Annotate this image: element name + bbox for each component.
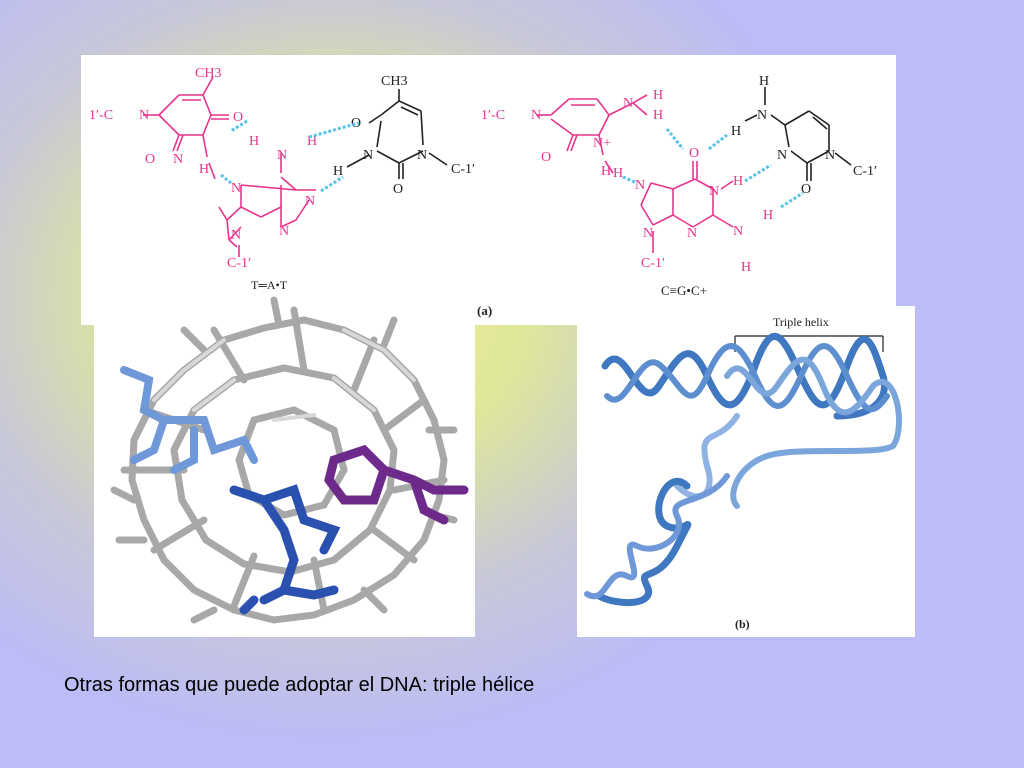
- triple-helix-ribbon-diagram: Triple helix (b): [577, 306, 915, 637]
- grey-backbone: [110, 296, 458, 624]
- atom-h: H: [333, 164, 343, 179]
- black-cytosine-labels: H N H N N O C-1′: [731, 74, 877, 197]
- right-hbonds: [622, 128, 804, 209]
- atom-n: N: [231, 181, 241, 196]
- atom-n: N: [643, 226, 653, 241]
- ribbon-strand-3: [724, 356, 902, 509]
- helix-ribbons: [584, 333, 902, 607]
- atom-h: H: [733, 174, 743, 189]
- atom-h: H: [759, 74, 769, 89]
- triple-helix-annotation: Triple helix: [773, 315, 829, 329]
- atom-o: O: [233, 110, 243, 125]
- ribbon-lower-1: [595, 477, 692, 607]
- black-thymine-labels: CH3 O N N O H C-1′: [333, 74, 475, 197]
- right-triplet: 1′-C N N H H O N+ H O: [481, 74, 877, 298]
- atom-h: H: [249, 134, 259, 149]
- base-triplet-svg: CH3 1′-C N O O N H: [89, 66, 877, 318]
- pink-thymine-ring: [143, 76, 229, 180]
- atom-o: O: [351, 116, 361, 131]
- ribbon-lower-2: [584, 473, 730, 600]
- c1-left-right-label: 1′-C: [481, 108, 505, 123]
- atom-n: N: [139, 108, 149, 123]
- atom-n: N: [825, 148, 835, 163]
- ch3-left-label: CH3: [195, 66, 221, 81]
- atom-n: N: [417, 148, 427, 163]
- atom-n: N: [277, 148, 287, 163]
- atom-n: N: [305, 194, 315, 209]
- ribbon-strand-1: [601, 333, 888, 420]
- c1-left-label: 1′-C: [89, 108, 113, 123]
- left-hbonds: [220, 119, 360, 193]
- black-cytosine-ring: [744, 87, 852, 181]
- atom-n: N: [687, 226, 697, 241]
- part-a-label: (a): [477, 303, 492, 318]
- left-triplet-label: T═A•T: [251, 278, 288, 292]
- ch3-right-label: CH3: [381, 74, 407, 89]
- slide-caption: Otras formas que puede adoptar el DNA: t…: [64, 674, 535, 696]
- black-thymine-ring: [346, 89, 448, 179]
- atom-n: N: [623, 96, 633, 111]
- c1-bottom-right-label: C-1′: [641, 256, 665, 271]
- pink-thymine-labels: CH3 1′-C N O O N H: [89, 66, 243, 177]
- c1-right-label: C-1′: [451, 162, 475, 177]
- atom-o: O: [541, 150, 551, 165]
- part-b-label: (b): [735, 617, 750, 631]
- atom-n: N: [363, 148, 373, 163]
- dark-blue-strand: [229, 484, 341, 615]
- n-plus-label: N+: [593, 136, 611, 151]
- atom-n: N: [279, 224, 289, 239]
- atom-o: O: [145, 152, 155, 167]
- atom-n: N: [173, 152, 183, 167]
- atom-n: N: [709, 184, 719, 199]
- atom-h: H: [741, 260, 751, 275]
- atom-n: N: [531, 108, 541, 123]
- atom-h: H: [307, 134, 317, 149]
- atom-n: N: [757, 108, 767, 123]
- pink-guanine-labels: O H N N H N N N H H C-1′: [613, 146, 773, 275]
- right-triplet-label: C≡G•C+: [661, 283, 707, 298]
- pink-adenine-ring: [218, 153, 316, 257]
- triple-helix-stick-model: [94, 290, 475, 637]
- atom-h: H: [763, 208, 773, 223]
- atom-h: H: [613, 166, 623, 181]
- atom-n: N: [231, 228, 241, 243]
- pink-cytosine-labels: 1′-C N N H H O N+ H: [481, 88, 663, 179]
- light-blue-strand: [120, 366, 258, 474]
- atom-h: H: [199, 162, 209, 177]
- ribbon-strand-2: [604, 343, 890, 413]
- atom-n: N: [733, 224, 743, 239]
- pink-cytosine-ring: [537, 94, 648, 174]
- pink-guanine-ring: [640, 161, 734, 253]
- atom-o: O: [689, 146, 699, 161]
- atom-o: O: [801, 182, 811, 197]
- atom-h: H: [731, 124, 741, 139]
- pink-adenine-labels: H H N N N N N C-1′: [227, 134, 317, 271]
- c1-bottom-left-label: C-1′: [227, 256, 251, 271]
- atom-o: O: [393, 182, 403, 197]
- c1-right-right-label: C-1′: [853, 164, 877, 179]
- atom-h: H: [601, 164, 611, 179]
- atom-h: H: [653, 88, 663, 103]
- atom-n: N: [777, 148, 787, 163]
- ribbon-svg: Triple helix (b): [584, 315, 902, 631]
- left-triplet: CH3 1′-C N O O N H: [89, 66, 475, 292]
- base-triplet-diagram: CH3 1′-C N O O N H: [81, 55, 896, 325]
- purple-strand: [324, 444, 469, 525]
- atom-n: N: [635, 178, 645, 193]
- grey-highlights: [152, 328, 416, 422]
- atom-h: H: [653, 108, 663, 123]
- stick-model-svg: [110, 296, 469, 624]
